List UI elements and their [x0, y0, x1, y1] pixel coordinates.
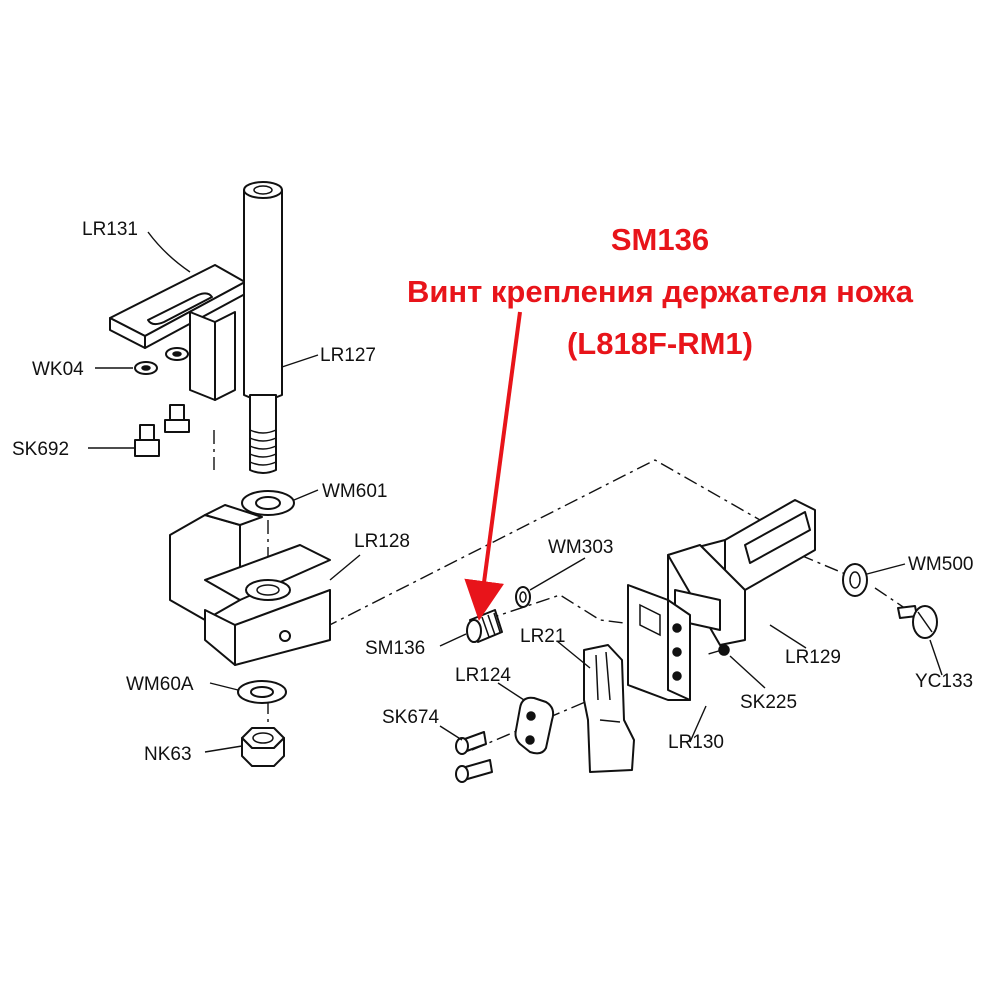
callout-code: SM136 — [611, 222, 709, 257]
callout-arrow — [464, 311, 522, 621]
part-wm601-washer — [241, 490, 295, 516]
label-lr129: LR129 — [785, 647, 841, 668]
callout-model: (L818F-RM1) — [567, 326, 753, 361]
leader-lines — [88, 231, 943, 753]
part-lr131-bracket — [109, 264, 246, 401]
part-lr128-block — [169, 504, 331, 666]
part-yc133-thumb-screw — [897, 605, 938, 639]
part-sk225-screw — [718, 644, 730, 656]
label-wm601: WM601 — [322, 481, 387, 502]
label-wk04: WK04 — [32, 359, 84, 380]
part-sk692-screws — [134, 404, 190, 457]
label-sk692: SK692 — [12, 439, 69, 460]
part-lr21-knife — [583, 644, 635, 773]
label-lr131: LR131 — [82, 219, 138, 240]
callout-description: Винт крепления держателя ножа — [407, 274, 914, 309]
part-sm136-screw — [466, 609, 503, 643]
label-sm136: SM136 — [365, 638, 425, 659]
label-lr21: LR21 — [520, 626, 565, 647]
label-sk674: SK674 — [382, 707, 439, 728]
label-sk225: SK225 — [740, 692, 797, 713]
label-lr124: LR124 — [455, 665, 511, 686]
part-lr130-plate — [627, 584, 691, 701]
part-wm500-washer — [842, 563, 868, 597]
part-wm303-washer — [515, 586, 531, 608]
part-sk674-screws — [455, 731, 493, 783]
part-wk04-washers — [134, 347, 189, 375]
part-nk63-nut — [241, 727, 285, 767]
label-lr130: LR130 — [668, 732, 724, 753]
part-lr129-bracket — [667, 499, 816, 646]
assembly-axis-lines — [213, 240, 916, 751]
label-lr127: LR127 — [320, 345, 376, 366]
label-wm500: WM500 — [908, 554, 973, 575]
label-wm60a: WM60A — [126, 674, 194, 695]
label-yc133: YC133 — [915, 671, 973, 692]
part-lr124-plate — [514, 696, 555, 755]
label-nk63: NK63 — [144, 744, 192, 765]
part-lr127-shaft — [243, 181, 283, 474]
part-wm60a-washer — [237, 680, 287, 704]
label-lr128: LR128 — [354, 531, 410, 552]
label-wm303: WM303 — [548, 537, 613, 558]
callout-annotation: SM136 Винт крепления держателя ножа (L81… — [407, 222, 914, 621]
